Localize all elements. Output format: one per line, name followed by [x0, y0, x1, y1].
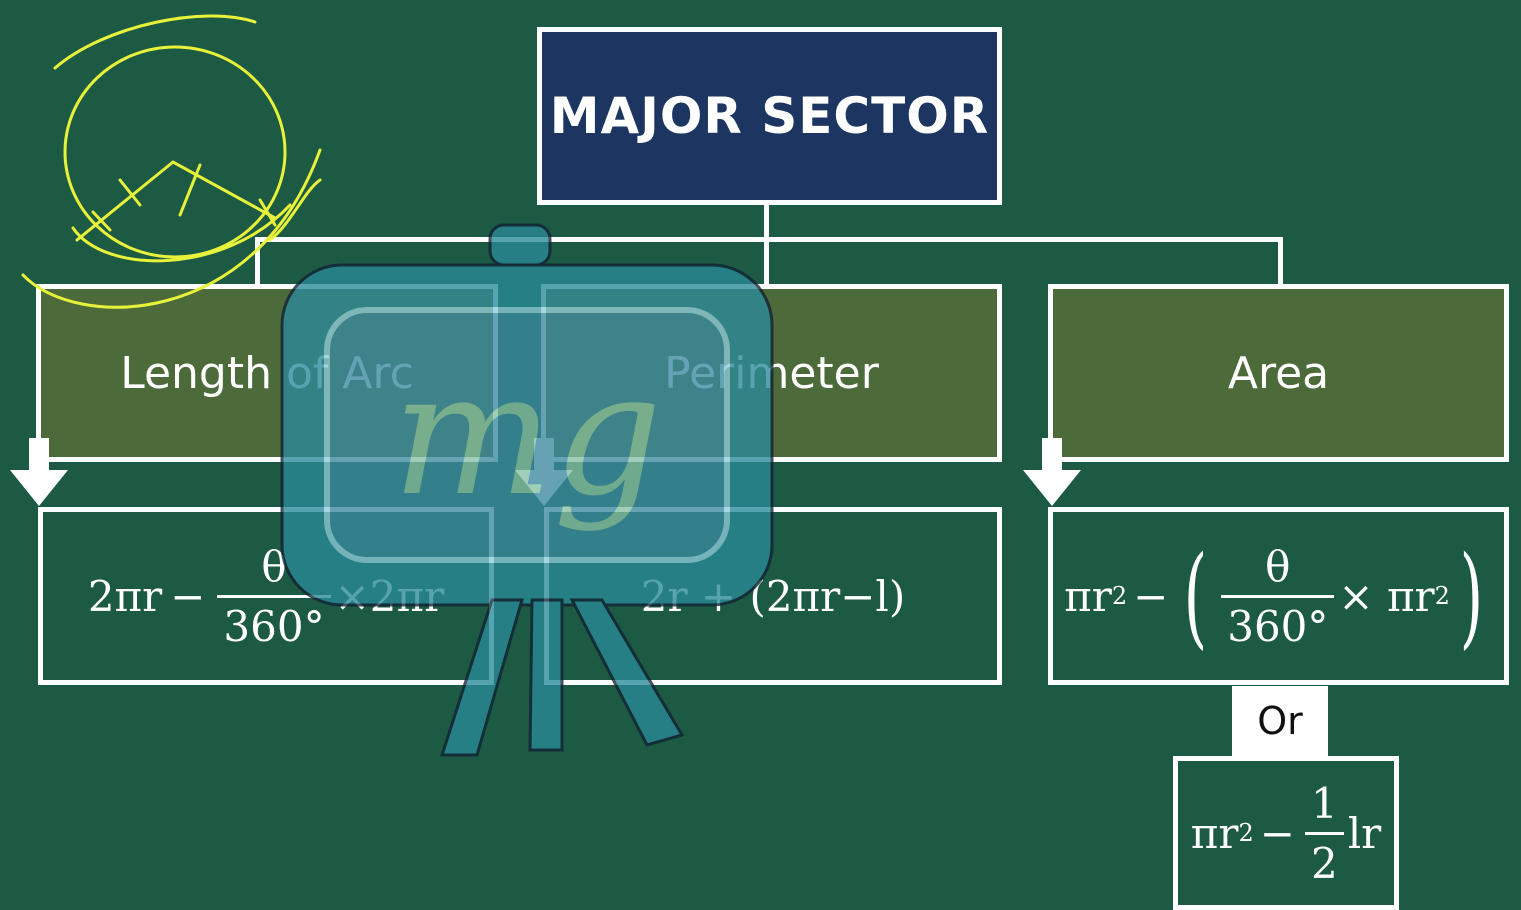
category-area: Area [1048, 284, 1509, 462]
category-length-of-arc: Length of Arc [36, 284, 498, 462]
right-paren: ) [1459, 532, 1484, 660]
fraction-denominator: 2 [1304, 831, 1344, 888]
formula-exponent: 2 [1434, 582, 1450, 610]
formula-term: ×2πr [334, 571, 445, 621]
category-label: Perimeter [664, 347, 879, 399]
fraction-denominator: 360° [217, 594, 331, 651]
down-arrow-icon [515, 438, 573, 506]
or-label: Or [1232, 686, 1328, 756]
formula-operator: − [1133, 571, 1169, 621]
category-label: Area [1227, 347, 1330, 399]
formula-term: πr [1064, 571, 1112, 621]
connector-horizontal [255, 237, 1283, 242]
left-paren: ( [1183, 532, 1208, 660]
fraction-numerator: 1 [1310, 778, 1338, 828]
formula-term: lr [1347, 808, 1382, 858]
connector-left-drop [255, 237, 260, 284]
formula-exponent: 2 [1111, 582, 1128, 610]
down-arrow-icon [1023, 438, 1081, 506]
diagram-title: MAJOR SECTOR [537, 27, 1002, 205]
formula-term: × πr [1338, 571, 1435, 621]
formula-perimeter: 2r + (2πr−l) [544, 507, 1002, 685]
fraction-numerator: θ [261, 541, 287, 591]
formula-term: πr [1190, 808, 1239, 858]
formula-operator: − [170, 571, 206, 621]
connector-right-drop [1278, 237, 1283, 284]
category-perimeter: Perimeter [541, 284, 1002, 462]
formula-arc-length: 2πr − θ 360° ×2πr [38, 507, 494, 685]
fraction: θ 360° [217, 541, 331, 651]
formula-term: 2πr [87, 571, 163, 621]
down-arrow-icon [10, 438, 68, 506]
formula-exponent: 2 [1238, 819, 1254, 847]
fraction: θ 360° [1221, 541, 1335, 651]
category-label: Length of Arc [120, 347, 414, 399]
formula-text: 2r + (2πr−l) [640, 571, 906, 621]
fraction-denominator: 360° [1221, 594, 1335, 651]
circle-sketch-icon [21, 14, 322, 309]
formula-operator: − [1259, 808, 1295, 858]
connector-stem [764, 205, 769, 284]
fraction-numerator: θ [1265, 541, 1291, 591]
fraction: 1 2 [1304, 778, 1344, 888]
